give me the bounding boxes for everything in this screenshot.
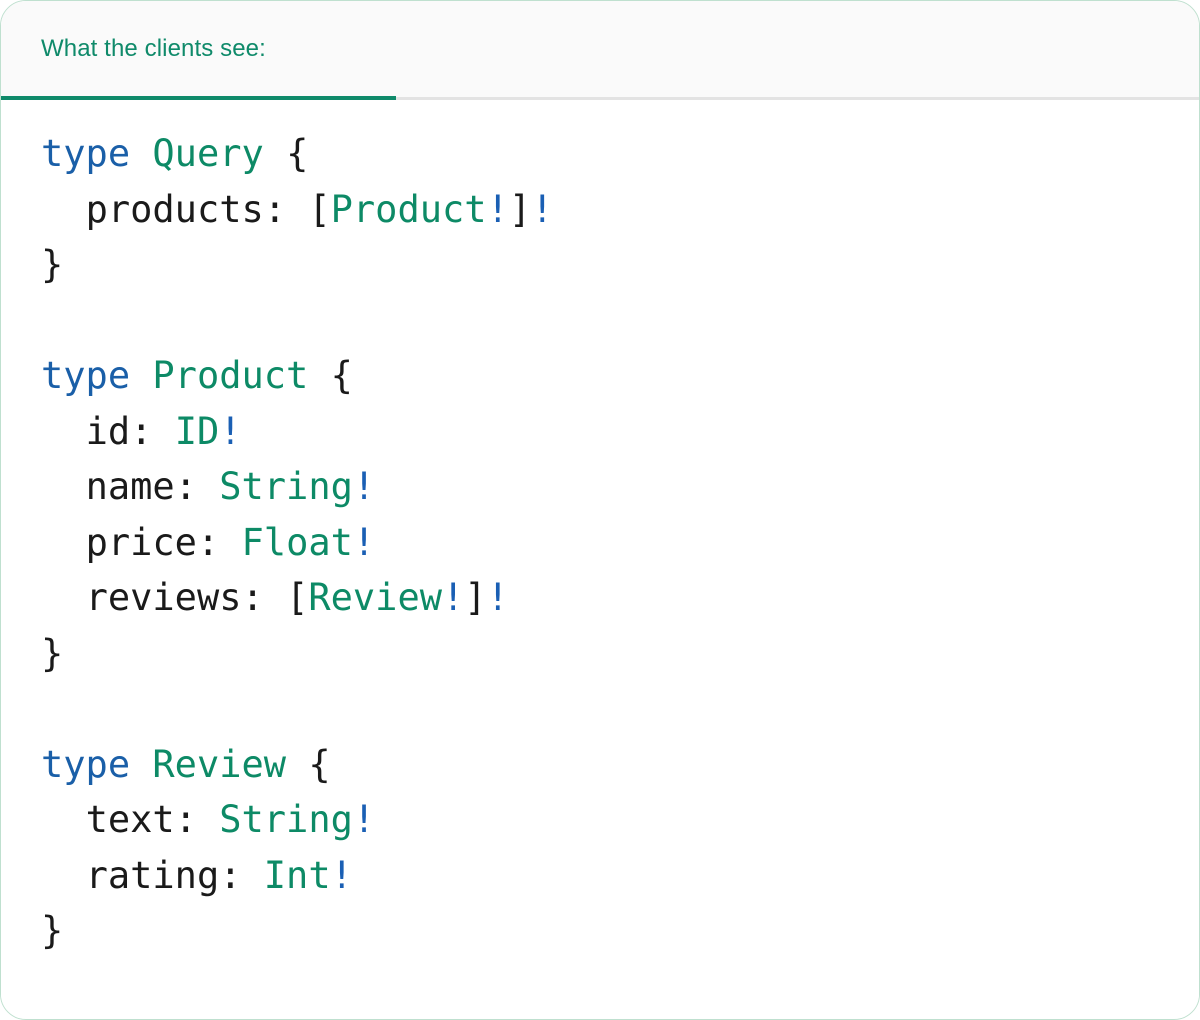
code-token-punct: : — [130, 409, 175, 453]
code-token-plain — [41, 188, 86, 231]
code-token-punct: } — [41, 631, 64, 675]
tab-label: What the clients see: — [41, 35, 266, 62]
code-token-bang: ! — [330, 853, 353, 897]
code-token-kw: type — [41, 742, 131, 786]
code-line: } — [41, 626, 1159, 682]
code-token-punct: ] — [508, 187, 532, 231]
code-token-type: Review — [152, 742, 287, 786]
code-token-plain — [41, 854, 86, 897]
code-token-bang: ! — [352, 798, 376, 841]
code-token-bang: ! — [352, 465, 376, 508]
code-token-field: reviews — [85, 576, 242, 619]
code-token-plain — [130, 743, 152, 786]
code-token-field: price — [85, 520, 197, 564]
code-token-plain — [286, 743, 308, 786]
code-token-plain — [41, 465, 86, 508]
code-token-bang: ! — [442, 576, 465, 619]
tab-strip: What the clients see: — [1, 1, 1199, 100]
code-token-plain — [264, 132, 286, 175]
code-token-type: ID — [174, 409, 220, 453]
code-token-punct: [ — [286, 576, 309, 619]
code-token-punct: { — [330, 354, 353, 397]
code-token-type: Product — [330, 187, 487, 231]
code-token-field: rating — [85, 853, 220, 897]
code-token-punct: [ — [308, 187, 331, 231]
code-line: text: String! — [41, 792, 1159, 848]
code-token-punct: : — [174, 798, 220, 841]
code-line: name: String! — [41, 459, 1159, 515]
code-token-bang: ! — [486, 187, 509, 231]
code-token-punct: : — [174, 465, 220, 508]
code-token-punct: : — [241, 576, 287, 619]
code-token-type: Review — [308, 576, 442, 619]
code-token-bang: ! — [352, 520, 376, 564]
code-token-bang: ! — [531, 187, 554, 231]
code-token-field: id — [85, 409, 131, 453]
code-line: rating: Int! — [41, 848, 1159, 904]
code-token-punct: ] — [464, 576, 487, 619]
code-token-punct: } — [41, 909, 64, 952]
code-token-punct: } — [41, 243, 64, 286]
tab-what-the-clients-see[interactable]: What the clients see: — [1, 1, 396, 100]
code-token-type: Float — [241, 520, 353, 564]
code-line: type Product { — [41, 348, 1159, 404]
code-line: price: Float! — [41, 515, 1159, 571]
code-token-plain — [41, 521, 86, 564]
code-token-type: Product — [152, 354, 309, 397]
code-token-bang: ! — [219, 409, 242, 453]
code-token-field: text — [85, 798, 175, 841]
code-line: } — [41, 237, 1159, 293]
code-token-punct: : — [263, 187, 309, 231]
code-token-plain — [308, 354, 330, 397]
code-token-plain — [130, 354, 152, 397]
code-line — [41, 681, 1159, 737]
code-token-kw: type — [41, 354, 131, 397]
code-line: type Query { — [41, 126, 1159, 182]
code-token-punct: : — [196, 520, 242, 564]
graphql-schema-code: type Query { products: [Product!]!}type … — [1, 126, 1199, 959]
code-line: type Review { — [41, 737, 1159, 793]
code-line — [41, 293, 1159, 349]
code-token-plain — [130, 132, 152, 175]
code-token-punct: { — [286, 132, 309, 175]
code-token-punct: { — [308, 742, 331, 786]
code-token-type: String — [219, 798, 353, 841]
code-token-field: name — [85, 465, 175, 508]
code-body: type Query { products: [Product!]!}type … — [1, 100, 1199, 1018]
code-token-type: String — [219, 465, 353, 508]
code-token-field: products — [85, 187, 264, 231]
code-line: products: [Product!]! — [41, 182, 1159, 238]
code-line: reviews: [Review!]! — [41, 570, 1159, 626]
code-token-punct: : — [219, 853, 264, 897]
code-token-type: Query — [152, 132, 264, 175]
code-token-type: Int — [263, 853, 331, 897]
code-token-plain — [41, 410, 86, 453]
code-token-bang: ! — [486, 576, 509, 619]
code-token-plain — [41, 576, 86, 619]
code-token-plain — [41, 798, 86, 841]
code-token-kw: type — [41, 132, 131, 175]
code-line: id: ID! — [41, 404, 1159, 460]
code-line: } — [41, 903, 1159, 959]
